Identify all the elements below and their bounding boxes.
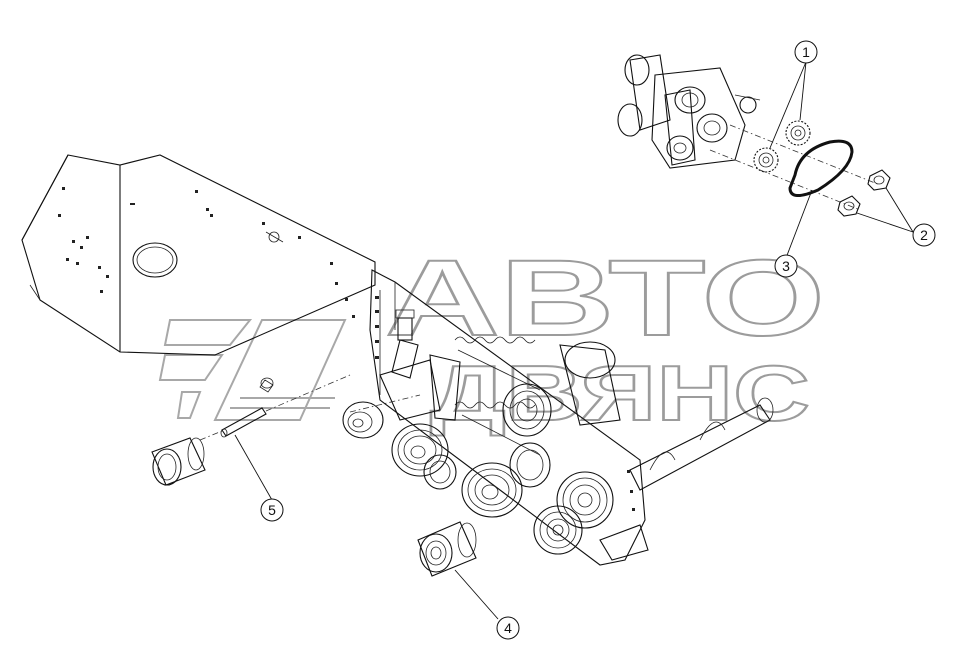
watermark-line-2: ДВЯНС (430, 349, 810, 437)
pulley-c (461, 462, 523, 518)
roller-part-4 (417, 521, 477, 577)
sprocket-lower (753, 147, 779, 173)
nut-bolts-part-2 (837, 169, 891, 217)
watermark: АВТО ДВЯНС (158, 236, 826, 438)
svg-text:1: 1 (802, 44, 810, 60)
svg-text:3: 3 (782, 258, 790, 274)
callout-1: 1 (794, 40, 818, 64)
mounting-holes (58, 187, 355, 318)
main-frame-plate (342, 269, 774, 566)
pulley-e (509, 442, 551, 488)
pulley-d (502, 383, 552, 437)
sprocket-upper (785, 120, 811, 146)
pulley-b (423, 454, 457, 490)
v-belt-pulleys (342, 383, 614, 555)
callout-4: 4 (496, 616, 520, 640)
callout-5: 5 (260, 498, 284, 522)
callout-2: 2 (912, 223, 936, 247)
watermark-line-1: АВТО (385, 237, 825, 358)
svg-text:5: 5 (268, 502, 276, 518)
idler-roller-small (342, 401, 384, 439)
sprocket-pair (709, 120, 881, 211)
bolt-lower (837, 195, 861, 217)
svg-text:2: 2 (920, 227, 928, 243)
watermark-logo-icon (158, 319, 347, 421)
pin-part-5 (199, 374, 351, 441)
axis-line-roller (349, 394, 421, 413)
roller-part-5-side (151, 437, 206, 486)
svg-text:4: 4 (504, 620, 512, 636)
frame-plate-holes (375, 296, 635, 511)
side-cover-plate (21, 154, 376, 393)
tension-springs (454, 336, 541, 456)
callout-3: 3 (774, 254, 798, 278)
bolt-upper (867, 169, 891, 191)
chain-belt-part-3 (788, 139, 854, 197)
gearbox-assembly (617, 54, 761, 169)
pulley-g (533, 505, 583, 555)
pulley-f (556, 471, 614, 529)
pulley-a (391, 423, 449, 477)
tensioner-stud (391, 309, 419, 379)
leader-lines (234, 61, 914, 620)
